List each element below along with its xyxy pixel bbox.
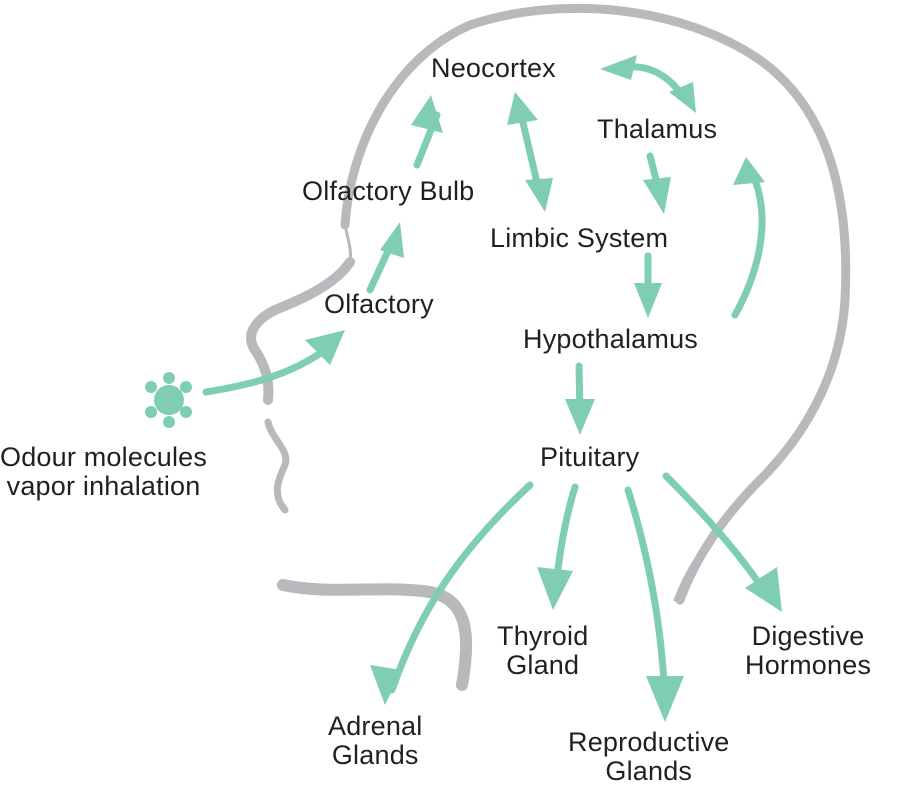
arrowhead-neocortex-left [600, 55, 637, 80]
arrowhead-reproductive [646, 676, 684, 722]
label-limbic-system: Limbic System [490, 223, 669, 253]
arrowhead-olfactory [305, 330, 345, 365]
label-reproductive-line2: Glands [605, 756, 693, 786]
arrowhead-thyroid [537, 567, 573, 610]
label-neocortex: Neocortex [431, 53, 556, 83]
arrowhead-digestive [745, 567, 782, 612]
arrowhead-limbic-from-thalamus [643, 177, 671, 214]
arrowhead-neocortex [411, 95, 443, 133]
label-digestive-line1: Digestive [751, 621, 865, 651]
forehead-outline [343, 223, 352, 264]
label-adrenal-line1: Adrenal [328, 711, 423, 741]
label-thyroid-line1: Thyroid [497, 621, 589, 651]
arrowhead-bulb [380, 222, 404, 258]
label-pituitary: Pituitary [540, 442, 640, 472]
arrows [202, 63, 774, 704]
label-odour-molecules: Odour molecules vapor inhalation [0, 443, 207, 501]
arrow-pituitary-to-reproductive [624, 486, 669, 704]
label-thyroid-gland: Thyroid Gland [497, 622, 588, 680]
arrowheads [305, 55, 782, 722]
arrowhead-adrenal [370, 665, 402, 705]
head-outline [246, 3, 851, 691]
label-olfactory: Olfactory [324, 289, 434, 319]
label-adrenal-glands: Adrenal Glands [328, 712, 422, 770]
chin-neck-outline [277, 579, 473, 691]
label-reproductive-glands: Reproductive Glands [568, 728, 730, 786]
label-odour-line1: Odour molecules [0, 442, 208, 472]
arrowhead-thalamus [669, 82, 696, 113]
label-adrenal-line2: Glands [331, 740, 419, 770]
arrow-odour-to-olfactory [202, 346, 329, 396]
head-back-thin-outline [673, 478, 762, 602]
molecule-flower-icon [145, 372, 192, 428]
arrowhead-hypothalamus [634, 283, 662, 318]
arrowhead-thalamus-from-hypo [733, 157, 765, 185]
label-digestive-hormones: Digestive Hormones [745, 622, 871, 680]
label-hypothalamus: Hypothalamus [523, 324, 698, 354]
arrowhead-limbic [525, 178, 553, 212]
label-digestive-line2: Hormones [745, 650, 872, 680]
nose-outline [246, 257, 355, 405]
arrow-pituitary-to-adrenal [388, 481, 534, 694]
label-odour-line2: vapor inhalation [6, 471, 201, 501]
label-olfactory-bulb: Olfactory Bulb [302, 176, 475, 206]
lips-outline [264, 418, 290, 514]
label-thyroid-line2: Gland [506, 650, 580, 680]
arrowhead-neocortex-top [507, 92, 538, 125]
label-thalamus: Thalamus [597, 114, 718, 144]
arrowhead-pituitary [565, 399, 595, 435]
label-reproductive-line1: Reproductive [568, 727, 730, 757]
arrow-hypothalamus-to-thalamus [731, 176, 766, 319]
